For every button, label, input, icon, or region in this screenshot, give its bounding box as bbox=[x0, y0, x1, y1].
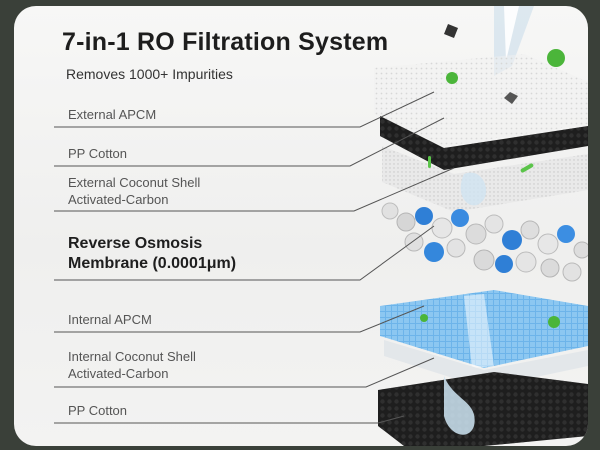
filter-layers-illustration bbox=[374, 6, 588, 446]
product-infographic: 7-in-1 RO Filtration System Removes 1000… bbox=[14, 6, 588, 446]
particle-icon bbox=[444, 24, 518, 104]
label-line: Internal APCM bbox=[68, 312, 152, 327]
layer-external-carbon bbox=[382, 146, 588, 212]
label-line: Internal Coconut Shell bbox=[68, 349, 196, 364]
label-external-apcm: External APCM bbox=[68, 106, 156, 123]
label-line: Reverse Osmosis bbox=[68, 235, 203, 252]
label-pp-cotton-outer: PP Cotton bbox=[68, 145, 127, 162]
layer-internal-apcm bbox=[380, 290, 588, 368]
label-pp-cotton-inner: PP Cotton bbox=[68, 402, 127, 419]
layer-external-apcm bbox=[374, 54, 588, 146]
label-line: External Coconut Shell bbox=[68, 175, 201, 190]
label-line: Membrane (0.0001μm) bbox=[68, 255, 237, 272]
label-internal-apcm: Internal APCM bbox=[68, 311, 152, 328]
bacteria-icon bbox=[420, 49, 565, 328]
label-line: Activated-Carbon bbox=[68, 366, 169, 381]
label-line: Activated-Carbon bbox=[68, 192, 169, 207]
layer-ro-membrane-beads bbox=[381, 202, 588, 282]
label-external-carbon: External Coconut Shell Activated-Carbon bbox=[68, 174, 200, 208]
layer-pp-cotton-outer bbox=[380, 116, 588, 170]
label-internal-carbon: Internal Coconut Shell Activated-Carbon bbox=[68, 348, 196, 382]
layer-pp-cotton-inner bbox=[378, 372, 588, 446]
label-line: PP Cotton bbox=[68, 146, 128, 161]
label-line: External APCM bbox=[68, 107, 157, 122]
leader-lines bbox=[54, 91, 455, 424]
page-subtitle: Removes 1000+ Impurities bbox=[66, 66, 233, 82]
page-title: 7-in-1 RO Filtration System bbox=[62, 28, 389, 56]
label-line: PP Cotton bbox=[68, 403, 128, 418]
label-ro-membrane: Reverse Osmosis Membrane (0.0001μm) bbox=[68, 234, 236, 274]
layer-internal-carbon bbox=[384, 340, 588, 388]
